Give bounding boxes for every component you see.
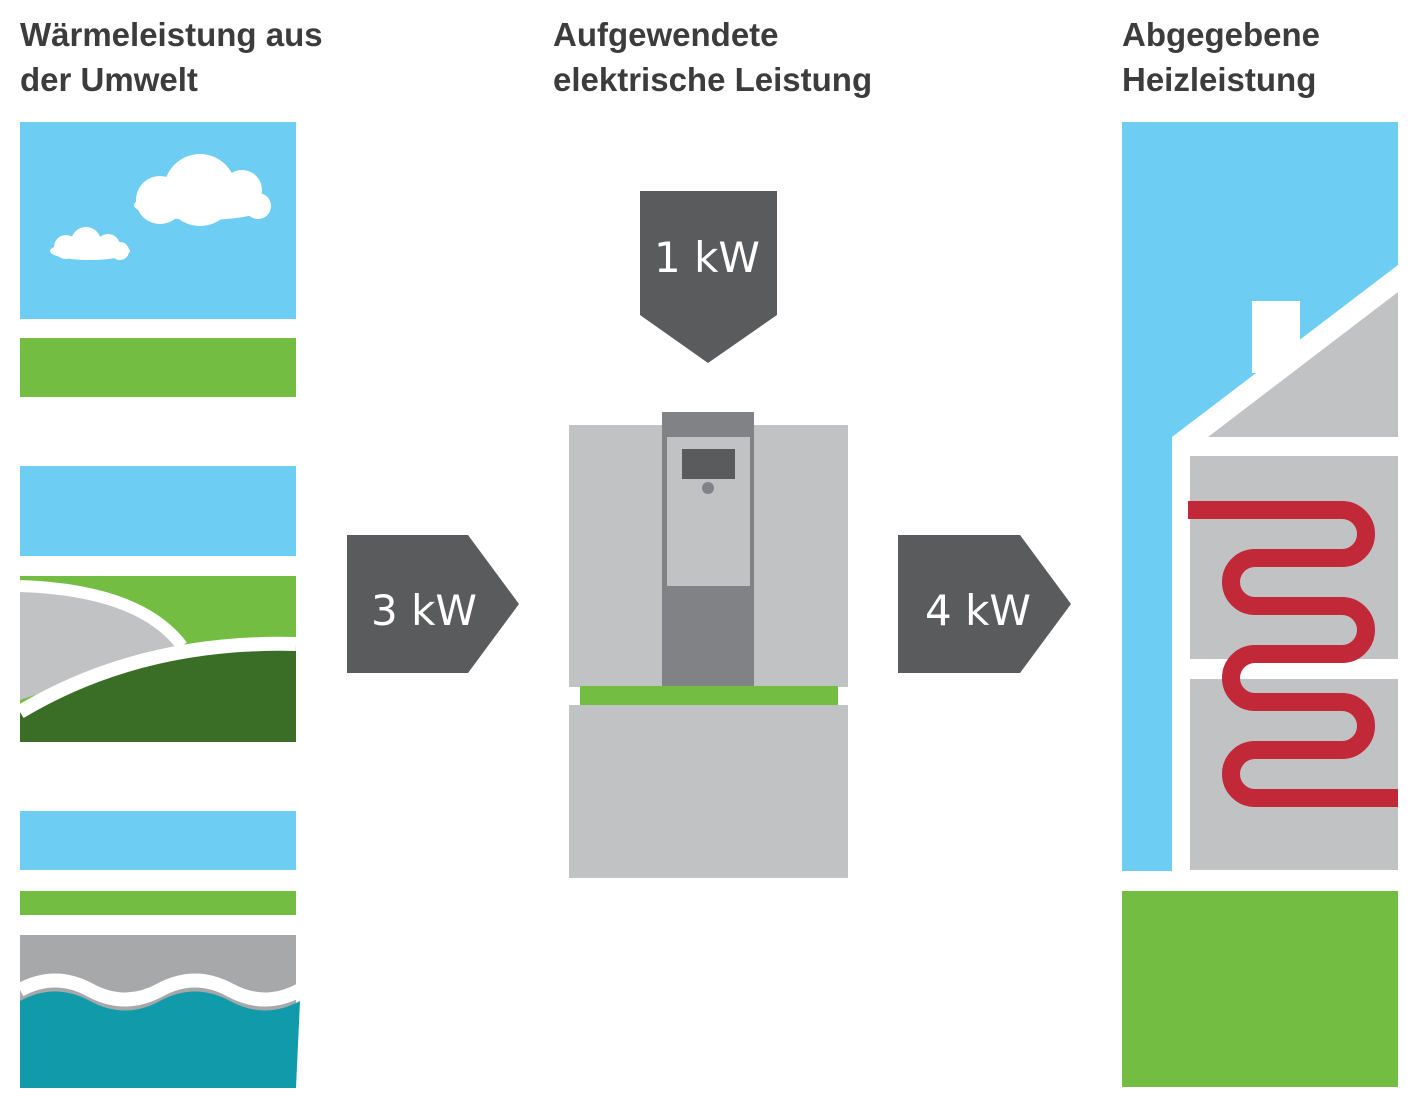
house-icon (1122, 122, 1398, 1087)
heading-environment-heat: Wärmeleistung aus der Umwelt (20, 12, 323, 102)
heading-electric-power: Aufgewendete elektrische Leistung (553, 12, 872, 102)
heading-heat-output: Abgegebene Heizleistung (1122, 12, 1320, 102)
heat-pump-icon (569, 412, 848, 878)
environment-input-value: 3 kW (371, 586, 477, 635)
heading-environment-line-2: der Umwelt (20, 61, 198, 98)
electric-input-value: 1 kW (654, 233, 760, 282)
control-knob (702, 482, 714, 494)
ground-source-icon (16, 466, 297, 742)
heating-output-arrow: 4 kW (898, 535, 1071, 673)
water-source-icon (16, 811, 304, 1088)
heading-environment-line-1: Wärmeleistung aus (20, 16, 323, 53)
environment-input-arrow: 3 kW (347, 535, 519, 673)
control-display (682, 449, 735, 479)
cloud-large-icon (134, 154, 271, 226)
heading-heat-output-line-1: Abgegebene (1122, 16, 1321, 53)
heading-electric-line-1: Aufgewendete (553, 16, 779, 53)
chimney (1252, 301, 1300, 373)
air-source-icon (20, 122, 296, 397)
cloud-small-icon (50, 227, 130, 260)
electric-input-arrow: 1 kW (640, 191, 777, 363)
heading-heat-output-line-2: Heizleistung (1122, 61, 1317, 98)
heating-output-value: 4 kW (925, 586, 1031, 635)
underfloor-heating-icon (1188, 501, 1398, 807)
heading-electric-line-2: elektrische Leistung (553, 61, 873, 98)
